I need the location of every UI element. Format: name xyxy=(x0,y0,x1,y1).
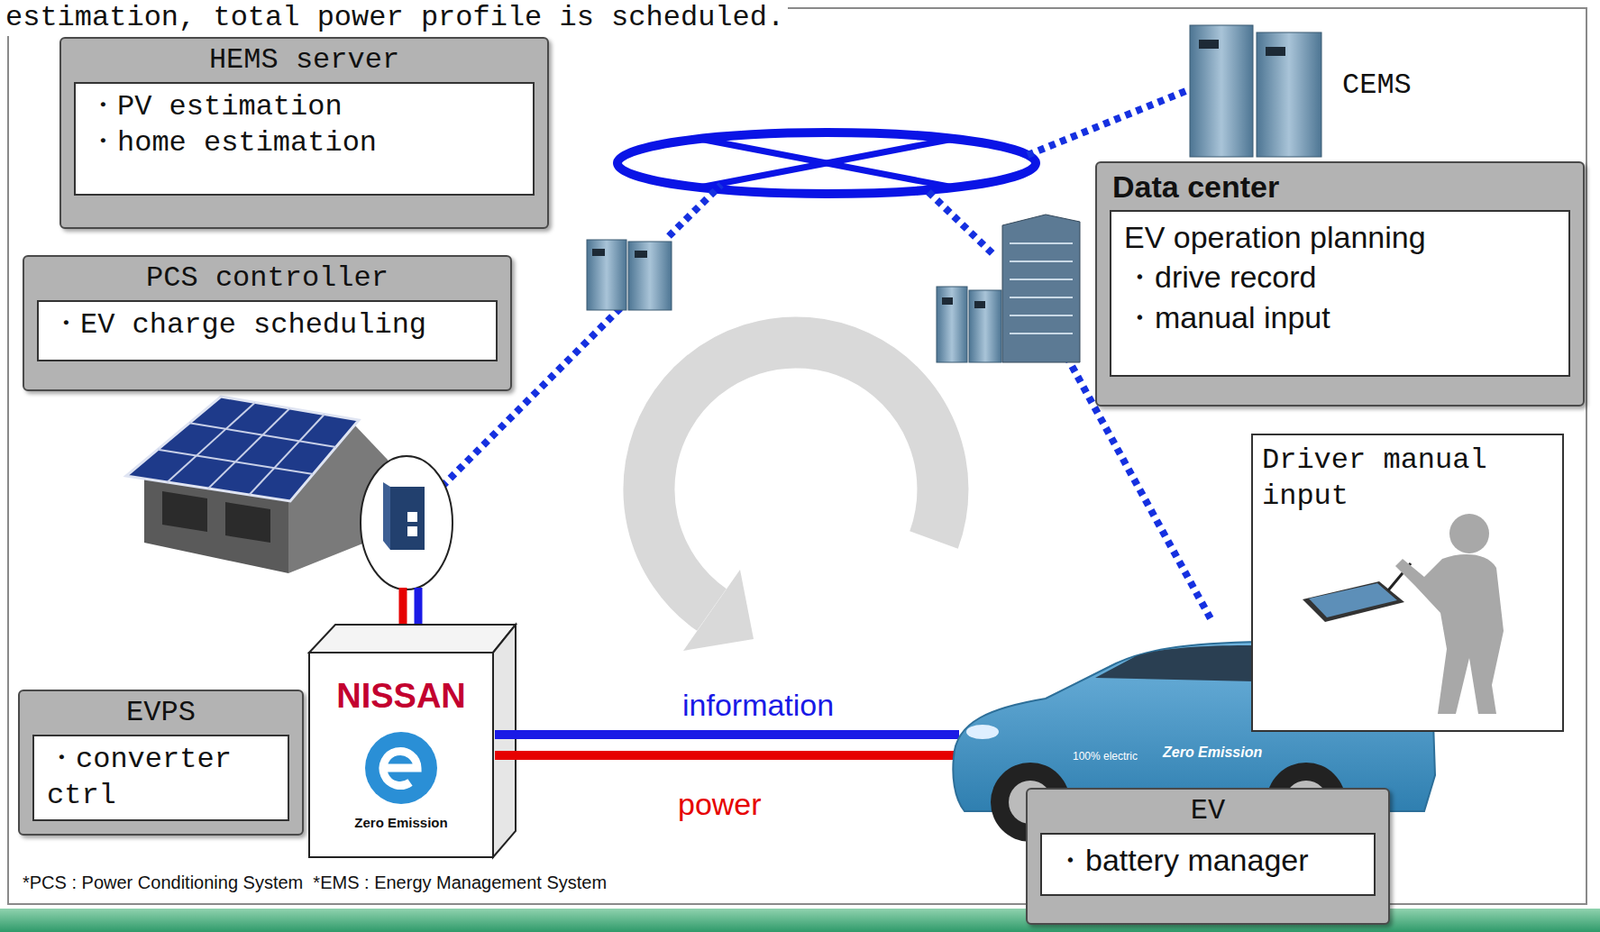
cycle-arrow xyxy=(649,342,943,611)
server-icon xyxy=(936,286,968,363)
box-text: ・battery manager xyxy=(1054,840,1362,880)
information-line xyxy=(494,730,960,740)
function-list: ・battery manager xyxy=(1040,832,1376,896)
charger-top xyxy=(309,624,516,653)
box-body-text: ・drive record xyxy=(1124,256,1556,297)
solar-grid-line xyxy=(208,408,291,489)
pcs-indicator xyxy=(407,526,418,537)
system-name: CEMS xyxy=(1342,67,1412,104)
box-text: ・converter ctrl xyxy=(46,741,275,814)
server-panel-light xyxy=(941,297,953,305)
zero-emission-logo xyxy=(383,751,418,787)
window-row xyxy=(1009,260,1073,263)
solar-grid xyxy=(157,402,337,496)
evps-panel: EVPS ・converter ctrl xyxy=(18,689,304,836)
server-panel-light xyxy=(634,250,648,258)
building-icon xyxy=(1002,214,1080,363)
solar-grid-line xyxy=(249,414,326,496)
comm-link xyxy=(1027,90,1189,156)
server-panel: HEMS server・PV estimation・home estimatio… xyxy=(59,36,549,229)
frame xyxy=(8,8,1587,905)
box-text: HEMS server xyxy=(73,42,535,79)
solar-grid-line xyxy=(189,422,337,448)
datacenter-panel: Data centerEV operation planning・drive r… xyxy=(1095,161,1585,407)
box-text: EV operation planning xyxy=(1124,217,1556,257)
car-headlight xyxy=(966,724,999,740)
box-text: ・EV charge scheduling xyxy=(51,307,484,344)
comm-link xyxy=(928,192,997,257)
network-ring xyxy=(699,138,954,188)
solar-grid-line xyxy=(157,449,313,475)
server-panel-light xyxy=(592,248,605,256)
cems-server-icon xyxy=(1256,32,1322,157)
window-row xyxy=(1009,296,1073,299)
box-text: EV xyxy=(1040,793,1376,830)
box-text: NISSAN xyxy=(336,677,467,716)
building-windows xyxy=(1009,243,1073,334)
server-panel-light xyxy=(974,301,986,309)
charger-box: NISSAN Zero Emission xyxy=(309,652,494,858)
box-text: Driver manual input xyxy=(1261,442,1554,515)
heading-fragment: estimation, total power profile is sched… xyxy=(1,0,788,37)
server-icon xyxy=(969,290,1002,363)
box-text: EVPS xyxy=(32,694,290,732)
car-badge: Zero Emission xyxy=(1162,744,1262,761)
network-ring xyxy=(617,132,1036,194)
cems-server-icon xyxy=(1189,25,1253,157)
car-window xyxy=(1095,645,1255,682)
pcs-callout xyxy=(360,456,453,590)
comm-link xyxy=(668,184,722,237)
box-text: ・PV estimation xyxy=(88,89,521,126)
driver-box: Driver manual input xyxy=(1251,433,1564,732)
server-icon xyxy=(586,239,627,311)
network-ring xyxy=(699,138,954,188)
zero-emission-logo xyxy=(365,731,438,805)
person-silhouette xyxy=(1449,513,1490,554)
box-body-text: ・home estimation xyxy=(88,125,521,162)
house-window xyxy=(225,502,271,543)
server-panel-light xyxy=(1265,46,1286,56)
function-list: EV operation planning・drive record・manua… xyxy=(1109,210,1571,377)
window-row xyxy=(1009,278,1073,281)
function-list: ・EV charge scheduling xyxy=(36,300,498,362)
tablet-screen xyxy=(1308,583,1398,618)
charger-side xyxy=(493,624,516,858)
line-label: power xyxy=(677,784,762,824)
server-panel-light xyxy=(1198,39,1219,49)
person-silhouette xyxy=(1395,554,1504,714)
window-row xyxy=(1009,242,1073,245)
pcs-device xyxy=(390,486,425,550)
car-badge: 100% electric xyxy=(1072,749,1138,763)
controller-panel: PCS controller ・EV charge scheduling xyxy=(22,255,512,392)
solar-roof xyxy=(126,396,359,502)
pcs-device xyxy=(383,482,391,550)
box-text: Data center xyxy=(1109,166,1571,207)
driver-box-ground xyxy=(1251,433,1564,732)
cycle-arrowhead xyxy=(683,569,754,651)
server-icon xyxy=(628,241,672,311)
ev-panel: EV ・battery manager xyxy=(1025,787,1390,925)
house-window xyxy=(162,491,208,532)
footnote: *PCS : Power Conditioning System *EMS : … xyxy=(22,872,607,894)
window-row xyxy=(1009,314,1073,317)
solar-grid-line xyxy=(167,402,256,484)
charger-front xyxy=(309,652,494,858)
line-label: information xyxy=(682,685,834,725)
power-line xyxy=(494,750,960,760)
pcs-indicator xyxy=(407,512,418,522)
box-text: PCS controller xyxy=(36,260,498,297)
box-body-text: ・manual input xyxy=(1124,297,1556,338)
function-list: ・PV estimation・home estimation xyxy=(73,82,535,196)
function-list: ・converter ctrl xyxy=(32,734,290,822)
window-row xyxy=(1009,332,1073,335)
box-body-text: Zero Emission xyxy=(354,815,448,832)
